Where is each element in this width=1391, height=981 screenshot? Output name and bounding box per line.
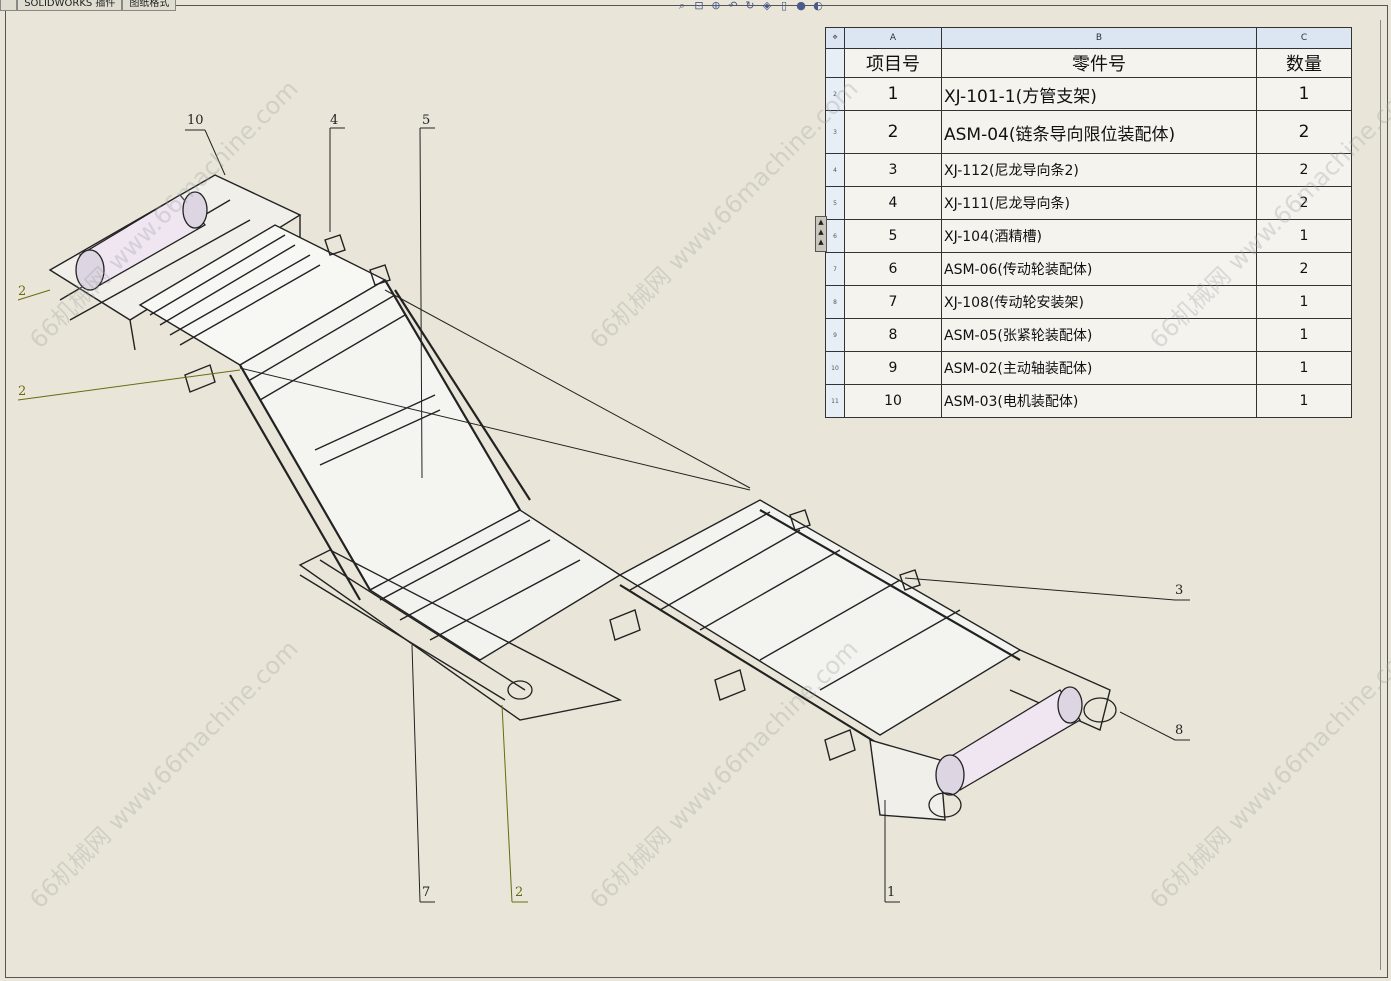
balloon-2-upper[interactable]: 2 (18, 284, 27, 299)
table-row[interactable]: 2 1 XJ-101-1(方管支架) 1 (825, 77, 1352, 111)
cell-part: ASM-06(传动轮装配体) (941, 252, 1257, 286)
balloon-2-middle[interactable]: 2 (18, 384, 27, 399)
cell-qty: 1 (1256, 285, 1352, 319)
cell-qty: 2 (1256, 186, 1352, 220)
cell-item: 4 (844, 186, 942, 220)
balloon-7[interactable]: 7 (422, 885, 431, 900)
balloon-4[interactable]: 4 (330, 113, 339, 128)
previous-view-icon[interactable]: ↶ (728, 0, 738, 12)
tab-sheet-format[interactable]: 图纸格式 (122, 0, 177, 11)
cell-qty: 2 (1256, 252, 1352, 286)
cell-part: XJ-101-1(方管支架) (941, 77, 1257, 111)
cell-qty: 2 (1256, 153, 1352, 187)
cell-item: 5 (844, 219, 942, 253)
zoom-area-icon[interactable]: ⊡ (694, 0, 704, 12)
bom-column-letters: ✥ A B C (825, 27, 1352, 49)
balloon-10[interactable]: 10 (187, 113, 204, 128)
column-letter-c[interactable]: C (1256, 27, 1352, 49)
row-number[interactable]: 7 (825, 252, 845, 286)
cell-part: ASM-05(张紧轮装配体) (941, 318, 1257, 352)
row-number[interactable]: 10 (825, 351, 845, 385)
cell-item: 10 (844, 384, 942, 418)
balloon-5[interactable]: 5 (422, 113, 431, 128)
row-number[interactable]: 4 (825, 153, 845, 187)
header-part-number: 零件号 (941, 48, 1257, 78)
cell-item: 9 (844, 351, 942, 385)
header-item-number: 项目号 (844, 48, 942, 78)
row-number[interactable]: 2 (825, 77, 845, 111)
row-number[interactable]: 3 (825, 110, 845, 154)
cell-item: 6 (844, 252, 942, 286)
cell-qty: 1 (1256, 219, 1352, 253)
cell-part: ASM-03(电机装配体) (941, 384, 1257, 418)
balloon-8[interactable]: 8 (1175, 723, 1184, 738)
balloon-3[interactable]: 3 (1175, 583, 1184, 598)
drawing-sheet-border (5, 5, 1388, 978)
tab-solidworks-addins[interactable]: SOLIDWORKS 插件 (17, 0, 123, 11)
bom-collapse-tab[interactable]: ▲▲▲ (815, 216, 827, 252)
document-tabs: SOLIDWORKS 插件 图纸格式 (0, 0, 177, 11)
bom-header-row: 项目号 零件号 数量 (825, 48, 1352, 78)
table-row[interactable]: 10 9 ASM-02(主动轴装配体) 1 (825, 351, 1352, 385)
display-style-icon[interactable]: ◈ (762, 0, 772, 12)
hide-show-icon[interactable]: ● (796, 0, 806, 12)
row-number[interactable]: 6 (825, 219, 845, 253)
heads-up-view-toolbar: ⌕ ⊡ ⊕ ↶ ↻ ◈ ▯ ● ◐ (675, 0, 825, 13)
table-row[interactable]: 11 10 ASM-03(电机装配体) 1 (825, 384, 1352, 418)
cell-part: XJ-111(尼龙导向条) (941, 186, 1257, 220)
cell-item: 3 (844, 153, 942, 187)
cell-part: ASM-02(主动轴装配体) (941, 351, 1257, 385)
cell-part: XJ-112(尼龙导向条2) (941, 153, 1257, 187)
cell-qty: 1 (1256, 351, 1352, 385)
table-row[interactable]: 4 3 XJ-112(尼龙导向条2) 2 (825, 153, 1352, 187)
column-letter-b[interactable]: B (941, 27, 1257, 49)
table-row[interactable]: 3 2 ASM-04(链条导向限位装配体) 2 (825, 110, 1352, 154)
column-letter-a[interactable]: A (844, 27, 942, 49)
header-quantity: 数量 (1256, 48, 1352, 78)
balloon-1[interactable]: 1 (887, 885, 896, 900)
tab-blank[interactable] (0, 0, 18, 11)
cell-part: XJ-104(酒精槽) (941, 219, 1257, 253)
zoom-in-icon[interactable]: ⊕ (711, 0, 721, 12)
cell-qty: 2 (1256, 110, 1352, 154)
table-row[interactable]: 9 8 ASM-05(张紧轮装配体) 1 (825, 318, 1352, 352)
view-orientation-icon[interactable]: ▯ (780, 0, 788, 12)
zoom-fit-icon[interactable]: ⌕ (678, 0, 686, 12)
table-move-icon[interactable]: ✥ (825, 27, 845, 49)
bill-of-materials-table[interactable]: ✥ A B C 项目号 零件号 数量 2 1 XJ-101-1(方管支架) 1 … (825, 27, 1352, 418)
row-number[interactable] (825, 48, 845, 78)
cell-item: 8 (844, 318, 942, 352)
sheet-inner-border (1380, 20, 1381, 970)
cell-qty: 1 (1256, 318, 1352, 352)
rotate-icon[interactable]: ↻ (745, 0, 755, 12)
cell-item: 1 (844, 77, 942, 111)
row-number[interactable]: 9 (825, 318, 845, 352)
table-row[interactable]: 5 4 XJ-111(尼龙导向条) 2 (825, 186, 1352, 220)
cell-qty: 1 (1256, 384, 1352, 418)
cell-item: 2 (844, 110, 942, 154)
table-row[interactable]: 6 5 XJ-104(酒精槽) 1 (825, 219, 1352, 253)
row-number[interactable]: 8 (825, 285, 845, 319)
row-number[interactable]: 5 (825, 186, 845, 220)
cell-qty: 1 (1256, 77, 1352, 111)
cell-item: 7 (844, 285, 942, 319)
row-number[interactable]: 11 (825, 384, 845, 418)
balloon-2-lower[interactable]: 2 (515, 885, 524, 900)
table-row[interactable]: 7 6 ASM-06(传动轮装配体) 2 (825, 252, 1352, 286)
cell-part: XJ-108(传动轮安装架) (941, 285, 1257, 319)
cell-part: ASM-04(链条导向限位装配体) (941, 110, 1257, 154)
appearance-icon[interactable]: ◐ (813, 0, 823, 12)
table-row[interactable]: 8 7 XJ-108(传动轮安装架) 1 (825, 285, 1352, 319)
